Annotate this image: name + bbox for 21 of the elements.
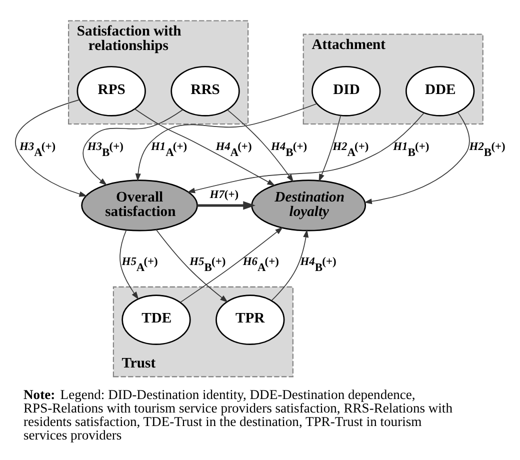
- arrow: [363, 112, 470, 204]
- arrow: [119, 230, 138, 300]
- arrow: [186, 112, 424, 194]
- node-ellipse: Overall satisfaction: [80, 180, 198, 232]
- node-ellipse: RRS: [170, 66, 240, 116]
- arrow: [226, 109, 294, 182]
- arrow: [318, 115, 341, 182]
- edge-label: H7(+): [209, 188, 238, 201]
- arrow: [82, 109, 183, 186]
- caption: Note: Legend: DID-Destination identity, DDE-Destination dependence, RPS-Relations with tourism service providers satisfaction, RRS-Relations with residents satisfaction, TDE-Trust in the destination, TPR-Trust in tourism services providers: [23, 387, 452, 443]
- arrow: [134, 103, 317, 182]
- arrow: [270, 230, 308, 301]
- arrow: [196, 201, 255, 210]
- node-ellipse: DID: [311, 66, 380, 116]
- node-ellipse: TDE: [121, 294, 190, 345]
- arrow: [155, 229, 228, 302]
- node-ellipse: RPS: [76, 66, 146, 116]
- arrow: [180, 227, 283, 303]
- arrow: [134, 108, 275, 186]
- node-ellipse: DDE: [404, 66, 474, 116]
- arrow: [14, 99, 87, 197]
